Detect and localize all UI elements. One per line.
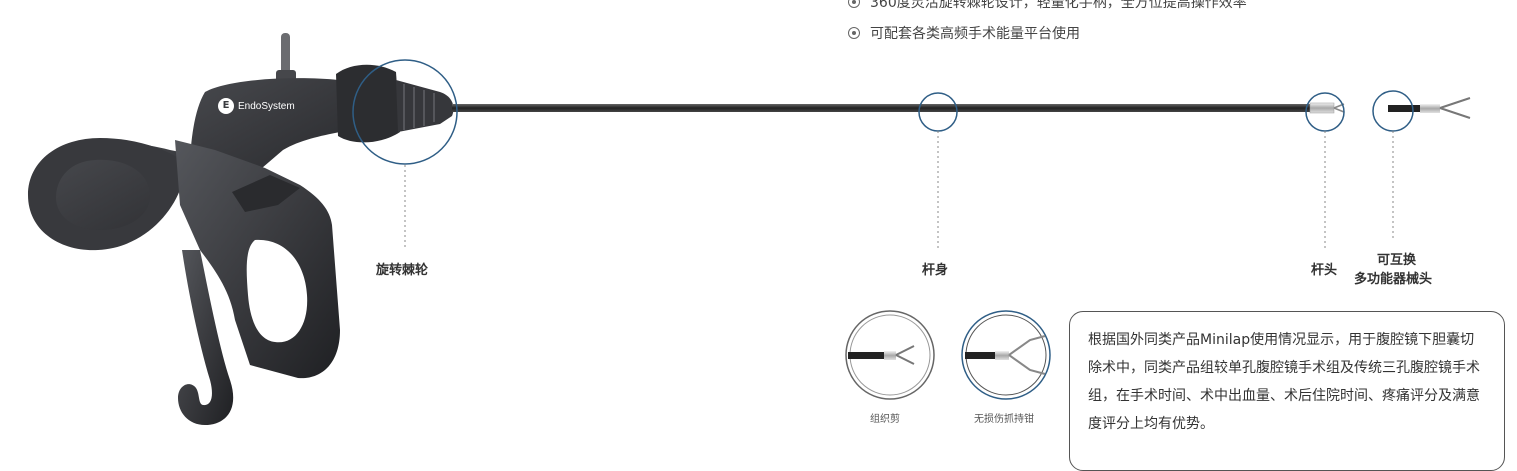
endosystem-logo-icon: E	[218, 98, 234, 114]
label-interchangeable-2: 多功能器械头	[1354, 272, 1433, 287]
bullet-icon	[848, 27, 860, 39]
tip-metal	[1309, 102, 1335, 114]
label-ratchet: 旋转棘轮	[376, 263, 429, 278]
info-box: 根据国外同类产品Minilap使用情况显示，用于腹腔镜下胆囊切除术中，同类产品组…	[1069, 311, 1505, 471]
head-scissors	[1439, 97, 1471, 119]
label-interchangeable-1: 可互换	[1377, 253, 1417, 268]
lower-hook	[178, 250, 234, 425]
top-post	[276, 33, 296, 84]
feature-text: 可配套各类高频手术能量平台使用	[870, 26, 1080, 42]
instrument-illustration	[28, 33, 1471, 425]
head-shaft	[1388, 105, 1420, 112]
trigger-hole	[246, 239, 308, 343]
shaft	[452, 104, 1312, 112]
label-shaft: 杆身	[922, 263, 949, 278]
brand-name: EndoSystem	[238, 100, 295, 112]
thumb-grasper	[961, 310, 1051, 400]
bullet-icon	[848, 0, 860, 8]
feature-text: 360度灵活旋转棘轮设计，轻量化手柄，全方位提高操作效率	[870, 0, 1247, 11]
thumb-caption-grasper: 无损伤抓持钳	[974, 414, 1034, 425]
rotation-knob	[336, 64, 454, 143]
thumb-scissors	[845, 310, 935, 400]
info-text: 根据国外同类产品Minilap使用情况显示，用于腹腔镜下胆囊切除术中，同类产品组…	[1088, 332, 1480, 432]
feature-line-1: 360度灵活旋转棘轮设计，轻量化手柄，全方位提高操作效率	[848, 0, 1247, 12]
lever-accent	[232, 175, 300, 212]
finger-ring	[28, 138, 182, 251]
ratchet-highlight-circle	[352, 59, 458, 165]
label-tip: 杆头	[1311, 263, 1338, 278]
feature-line-2: 可配套各类高频手术能量平台使用	[848, 23, 1080, 43]
brand-badge: E EndoSystem	[218, 98, 295, 114]
thumb-caption-scissors: 组织剪	[870, 414, 900, 425]
head-metal	[1420, 104, 1440, 113]
